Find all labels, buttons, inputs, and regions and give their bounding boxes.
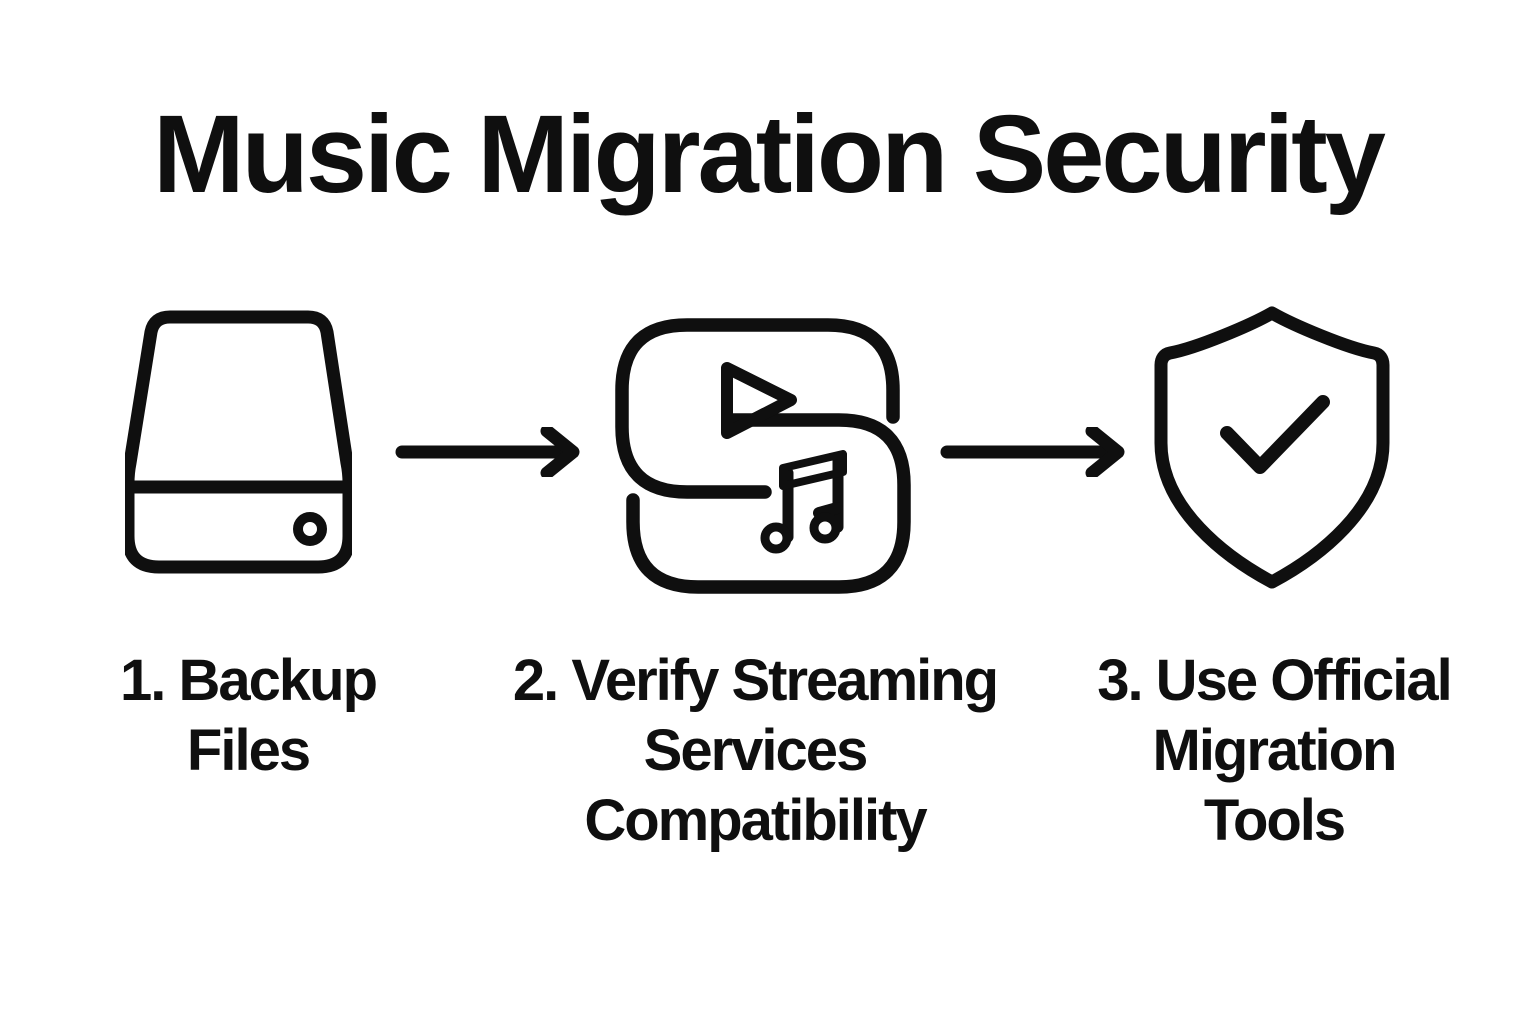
shield-check-icon: [1152, 305, 1392, 590]
step-label-line: Services: [643, 718, 869, 783]
music-note-icon: [760, 450, 847, 554]
step-label-line: Migration: [1152, 718, 1398, 783]
page-title: Music Migration Security: [153, 93, 1386, 216]
step-label-line: 2. Verify Streaming: [512, 648, 999, 713]
step-label-3: 3. Use Official Migration Tools: [1097, 646, 1453, 856]
step-label-line: Files: [186, 718, 311, 783]
step-label-line: 3. Use Official: [1097, 648, 1453, 713]
step-label-line: 1. Backup: [120, 648, 378, 713]
hard-drive-icon: [125, 310, 352, 575]
step-label-line: Compatibility: [584, 788, 927, 853]
step-label-line: Tools: [1203, 788, 1346, 853]
streaming-sync-icon: [612, 315, 914, 597]
arrow-right-icon: [395, 427, 580, 477]
play-icon: [721, 362, 797, 439]
step-label-2: 2. Verify Streaming Services Compatibili…: [512, 646, 999, 856]
step-label-1: 1. Backup Files: [120, 646, 378, 786]
check-icon: [1220, 395, 1330, 474]
arrow-right-icon: [940, 427, 1125, 477]
